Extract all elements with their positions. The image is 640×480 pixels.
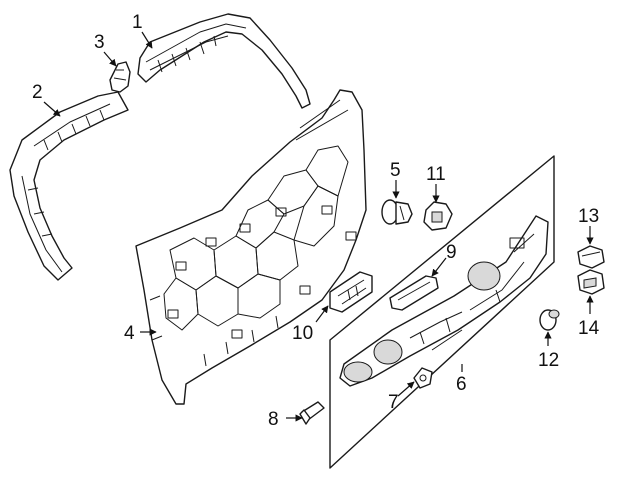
part-4-trim-panel — [135, 89, 367, 405]
part-2-side-garnish — [9, 91, 129, 281]
part-14-clip — [577, 269, 605, 295]
part-9-handle-insert — [389, 275, 439, 311]
callout-13: 13 — [578, 206, 599, 227]
callout-8: 8 — [268, 409, 279, 430]
part-5-push-pin — [381, 199, 413, 225]
part-12-grommet — [539, 309, 560, 331]
part-6-lower-panel — [329, 155, 555, 469]
leader-lines — [43, 31, 594, 422]
callout-1: 1 — [132, 12, 143, 33]
callout-5: 5 — [390, 160, 401, 181]
part-11-bracket-clip — [423, 201, 453, 231]
leader-7 — [397, 381, 415, 397]
part-7-small-clip — [413, 367, 433, 389]
part-13-clip — [577, 245, 605, 269]
callout-2: 2 — [32, 82, 43, 103]
callout-6: 6 — [456, 374, 467, 395]
callout-labels: 1 3 2 4 5 11 9 10 6 7 8 12 13 14 — [32, 12, 600, 430]
leader-2 — [43, 101, 61, 117]
callout-3: 3 — [94, 32, 105, 53]
callout-4: 4 — [124, 323, 135, 344]
leader-3 — [103, 51, 117, 67]
part-3-clip — [109, 61, 131, 93]
leader-1 — [141, 31, 153, 49]
callout-9: 9 — [446, 242, 457, 263]
callout-12: 12 — [538, 350, 559, 371]
part-1-upper-garnish — [137, 13, 311, 109]
part-8-screw — [299, 401, 325, 425]
callout-11: 11 — [426, 164, 446, 185]
part-10-switch-bezel — [329, 271, 373, 313]
leader-9 — [431, 257, 447, 277]
callout-10: 10 — [292, 323, 313, 344]
callout-14: 14 — [578, 318, 600, 339]
leader-10 — [315, 305, 329, 323]
callout-7: 7 — [388, 392, 399, 413]
